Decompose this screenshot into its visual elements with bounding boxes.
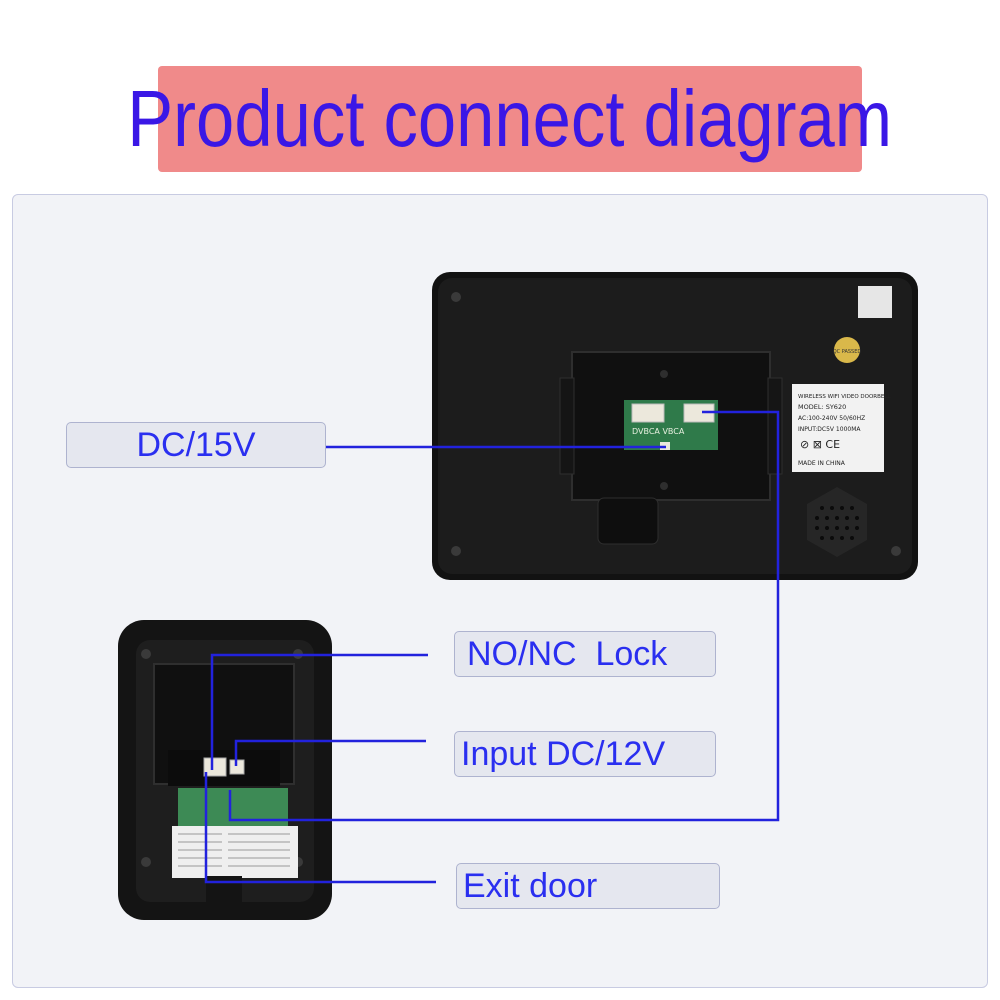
wire-nonc-lock <box>210 653 428 770</box>
speaker-holes <box>815 506 859 540</box>
wiring-info-sticker <box>172 826 298 878</box>
wire-monitor-to-camera <box>228 410 780 822</box>
screw-hole <box>451 546 461 556</box>
sticker-line: AC:100-240V 50/60HZ <box>798 415 865 422</box>
label-dc15v: DC/15V <box>66 422 326 468</box>
connector-labels: DVBCA VBCA <box>632 427 685 436</box>
diagram-title: Product connect diagram <box>127 74 893 163</box>
screw-hole <box>660 370 668 378</box>
indoor-monitor: DVBCA VBCA QC PASSED WIRELESS WIFI VIDEO… <box>432 272 918 580</box>
stand-slot <box>597 497 659 545</box>
camera-connector <box>203 757 227 777</box>
label-input-dc12v-text: Input DC/12V <box>461 734 666 773</box>
label-dc15v-text: DC/15V <box>136 425 256 464</box>
product-sticker <box>792 384 884 472</box>
screw-hole <box>660 482 668 490</box>
sticker-line: MODEL: SY620 <box>798 403 846 411</box>
screw-hole <box>891 546 901 556</box>
label-exit-door-text: Exit door <box>463 866 598 905</box>
connection-wires <box>204 410 780 884</box>
screw-hole <box>141 649 151 659</box>
serial-sticker <box>858 286 892 318</box>
wire-input-dc12v <box>234 739 426 766</box>
certification-marks: ⊘ ⊠ CE <box>800 438 840 451</box>
sticker-line: WIRELESS WIFI VIDEO DOORBELL <box>798 394 891 400</box>
outdoor-camera-unit <box>118 620 332 920</box>
wire-exit-door <box>204 772 436 884</box>
connector-port <box>631 403 665 423</box>
label-nonc-lock: NO/NC Lock <box>454 631 716 677</box>
label-exit-door: Exit door <box>456 863 720 909</box>
screw-hole <box>141 857 151 867</box>
sticker-text-lines <box>178 833 290 867</box>
screw-hole <box>451 292 461 302</box>
bracket-tab <box>767 377 783 475</box>
title-banner: Product connect diagram <box>128 66 892 172</box>
label-input-dc12v: Input DC/12V <box>454 731 716 777</box>
qc-badge <box>834 337 860 363</box>
bracket-tab <box>559 377 575 475</box>
sticker-line: INPUT:DC5V 1000MA <box>798 426 861 433</box>
sticker-line: MADE IN CHINA <box>798 460 846 467</box>
label-nonc-lock-text: NO/NC Lock <box>467 634 668 673</box>
qc-badge-text: QC PASSED <box>833 349 862 355</box>
cable-channel <box>206 876 242 920</box>
